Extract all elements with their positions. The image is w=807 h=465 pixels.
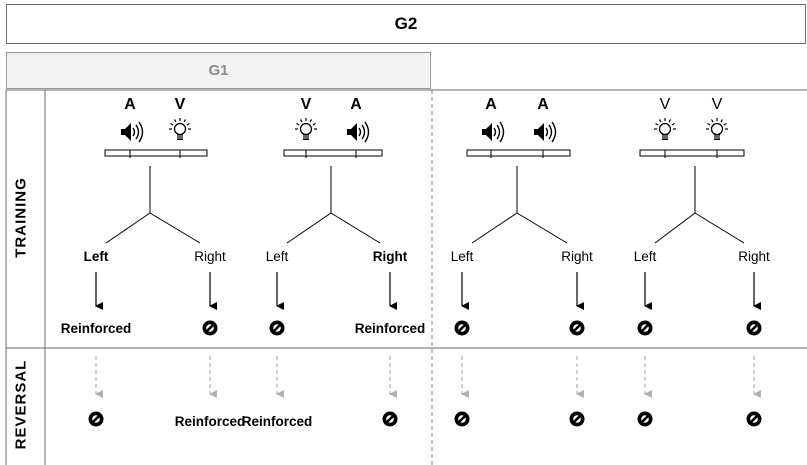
tree-branch-right [330, 212, 381, 244]
no-reinforcement-icon [269, 320, 285, 336]
stimulus-label-left: A [124, 96, 136, 113]
g1-title: G1 [208, 62, 229, 79]
speaker-icon [121, 121, 144, 143]
choice-label-left: Left [83, 249, 109, 264]
no-reinforcement-icon [569, 411, 585, 427]
g2-title: G2 [394, 14, 418, 33]
g2-header: G2 [6, 4, 806, 44]
stimulus-label-left: V [300, 96, 312, 113]
no-reinforcement-icon [88, 411, 104, 427]
tree-branch-right [694, 212, 745, 244]
tree-branch-right [516, 212, 568, 244]
speaker-icon [534, 121, 557, 143]
outcome-reinforced: Reinforced [354, 321, 426, 336]
choice-label-right: Right [194, 249, 226, 264]
stimulus-label-right: V [174, 96, 186, 113]
stimulus-label-right: A [350, 96, 362, 113]
g1-header: G1 [6, 52, 431, 89]
row-label-reversal: REVERSAL [12, 359, 30, 450]
outcome-reinforced: Reinforced [174, 414, 246, 429]
choice-label-right: Right [561, 249, 593, 264]
no-reinforcement-icon [637, 411, 653, 427]
speaker-icon [347, 121, 370, 143]
lightbulb-icon [169, 118, 191, 140]
speaker-icon [482, 121, 505, 143]
response-bar [283, 149, 383, 157]
outcome-reinforced: Reinforced [241, 414, 313, 429]
stimulus-label-right: V [711, 96, 723, 113]
choice-label-left: Left [265, 249, 289, 264]
tree-branch-left [654, 212, 696, 244]
lightbulb-icon [654, 118, 676, 140]
row-label-training: TRAINING [12, 177, 30, 258]
outcome-reinforced: Reinforced [60, 321, 132, 336]
tree-branch-left [471, 212, 518, 244]
response-bar [466, 149, 571, 157]
tree-branch-left [286, 212, 332, 244]
stimulus-label-left: V [659, 96, 671, 113]
choice-label-left: Left [450, 249, 474, 264]
choice-label-left: Left [633, 249, 657, 264]
no-reinforcement-icon [454, 320, 470, 336]
stimulus-label-right: A [537, 96, 549, 113]
response-bar [639, 149, 745, 157]
response-bar [104, 149, 208, 157]
stimulus-label-left: A [485, 96, 497, 113]
tree-branch-right [149, 212, 201, 244]
lightbulb-icon [706, 118, 728, 140]
no-reinforcement-icon [569, 320, 585, 336]
no-reinforcement-icon [202, 320, 218, 336]
no-reinforcement-icon [382, 411, 398, 427]
tree-branch-left [105, 212, 151, 244]
choice-label-right: Right [372, 249, 408, 264]
no-reinforcement-icon [746, 320, 762, 336]
no-reinforcement-icon [454, 411, 470, 427]
choice-label-right: Right [738, 249, 770, 264]
lightbulb-icon [295, 118, 317, 140]
no-reinforcement-icon [746, 411, 762, 427]
no-reinforcement-icon [637, 320, 653, 336]
